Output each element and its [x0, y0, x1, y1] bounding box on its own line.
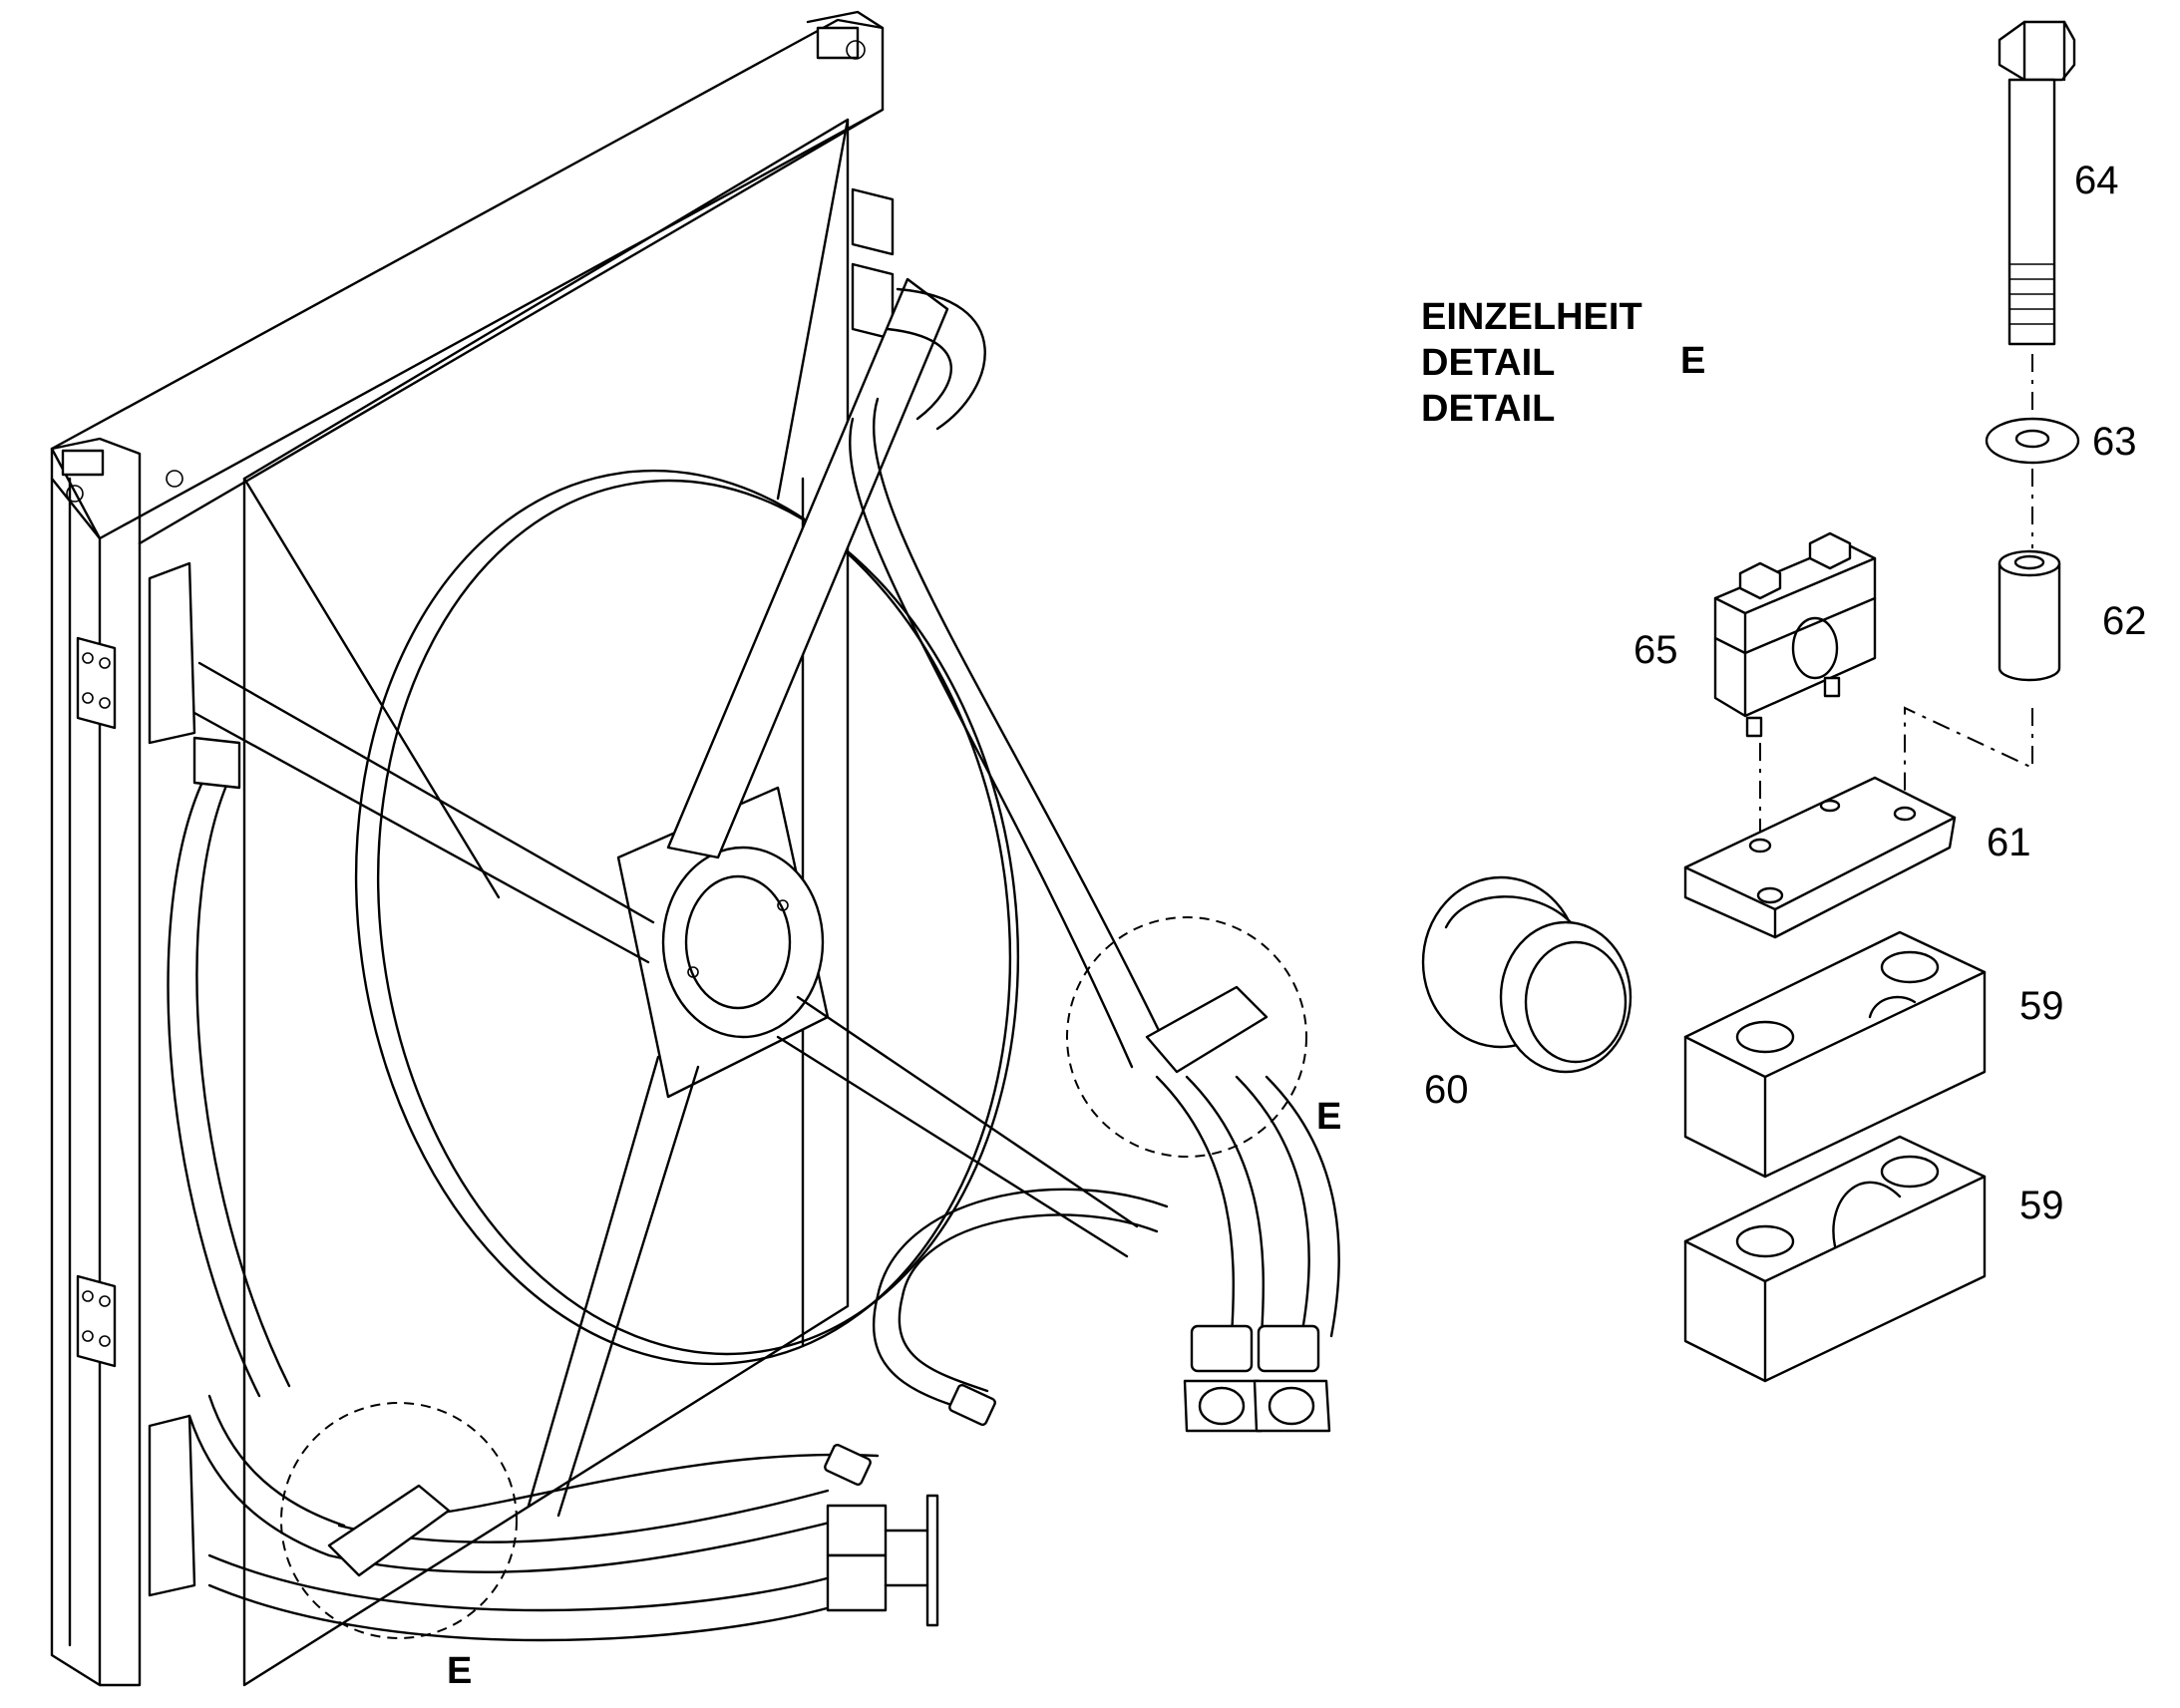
part-64-bolt — [1998, 20, 2076, 346]
part-label-59-upper: 59 — [2019, 984, 2064, 1028]
detail-header-letter: E — [1680, 340, 1705, 382]
part-63-washer — [1985, 417, 2080, 465]
part-label-62: 62 — [2102, 599, 2147, 643]
part-label-61: 61 — [1987, 821, 2031, 864]
detail-header-line2: DETAIL — [1421, 342, 1555, 384]
detail-marker-left: E — [447, 1650, 472, 1692]
detail-e-circle-left — [280, 1402, 518, 1639]
detail-marker-right: E — [1316, 1096, 1341, 1138]
part-label-65: 65 — [1634, 628, 1678, 672]
part-59-block-lower — [1683, 1135, 1987, 1383]
detail-header-line3: DETAIL — [1421, 388, 1555, 430]
detail-header-line1: EINZELHEIT — [1421, 296, 1642, 338]
radiator-fan-assembly — [50, 10, 1340, 1687]
part-62-spacer — [1998, 549, 2061, 682]
part-59-block-upper — [1683, 930, 1987, 1179]
part-label-64: 64 — [2074, 159, 2119, 202]
detail-e-circle-right — [1066, 916, 1307, 1158]
part-60-seal — [1421, 875, 1633, 1074]
part-65-clamp — [1713, 531, 1877, 738]
part-61-plate — [1683, 776, 1957, 939]
part-label-60: 60 — [1424, 1068, 1469, 1112]
part-label-63: 63 — [2092, 420, 2137, 464]
part-label-59-lower: 59 — [2019, 1184, 2064, 1227]
